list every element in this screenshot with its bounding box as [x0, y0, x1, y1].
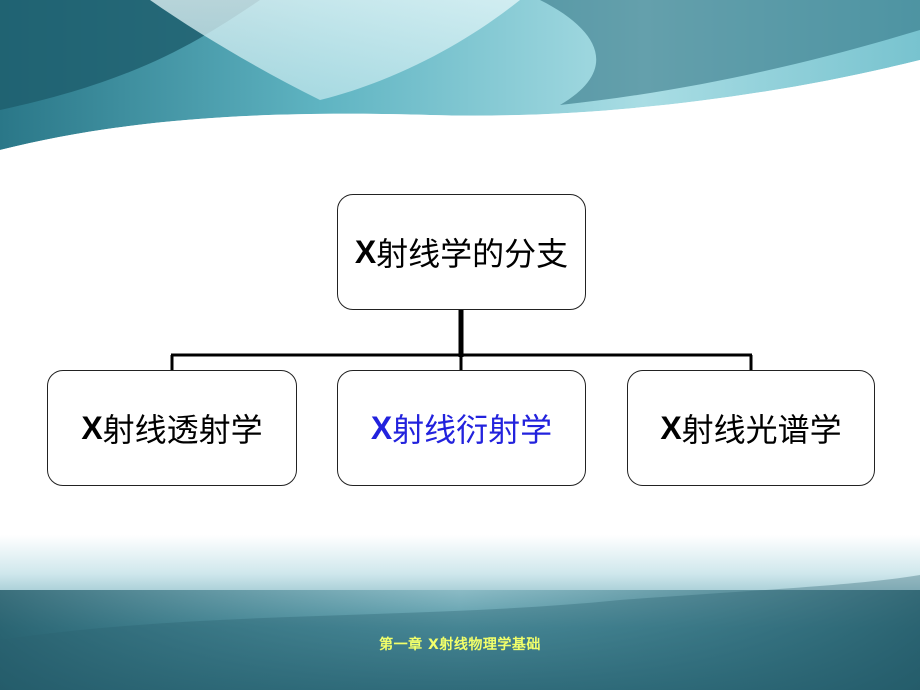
child-1-label: 射线透射学	[102, 411, 263, 449]
root-node-label: 射线学的分支	[376, 235, 569, 273]
child-3-x: X	[660, 409, 682, 446]
child-1-x: X	[81, 409, 103, 446]
footer-chapter-title: 第一章 X射线物理学基础	[379, 637, 541, 653]
root-node-x: X	[354, 233, 377, 270]
child-3-label: 射线光谱学	[681, 411, 842, 449]
child-2-label: 射线衍射学	[392, 411, 553, 449]
child-2-x: X	[370, 409, 393, 446]
